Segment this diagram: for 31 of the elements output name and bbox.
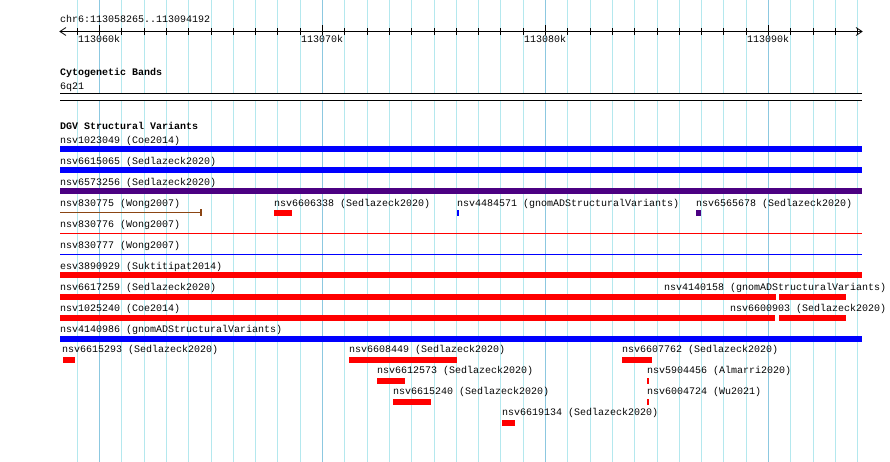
tick-label: 113090k [747, 35, 790, 46]
variant-label: nsv5904456 (Almarri2020) [647, 366, 792, 377]
variant-label: nsv6619134 (Sedlazeck2020) [502, 408, 658, 419]
variant-label: nsv6606338 (Sedlazeck2020) [274, 199, 430, 210]
variant-label: nsv830776 (Wong2007) [60, 220, 180, 231]
variant-label: nsv830775 (Wong2007) [60, 199, 180, 210]
variant-label: nsv6617259 (Sedlazeck2020) [60, 283, 216, 294]
variant-label: nsv4140158 (gnomADStructuralVariants) [664, 283, 886, 294]
variant-label: nsv830777 (Wong2007) [60, 241, 180, 252]
variant-label: nsv1025240 (Coe2014) [60, 304, 180, 315]
variant-label: nsv1023049 (Coe2014) [60, 136, 180, 147]
track-title: Cytogenetic Bands [60, 68, 162, 79]
variant-label: nsv4140986 (gnomADStructuralVariants) [60, 325, 282, 336]
variant-label: nsv6004724 (Wu2021) [647, 387, 762, 398]
variant-label: nsv6615065 (Sedlazeck2020) [60, 157, 216, 168]
variant-label: nsv6565678 (Sedlazeck2020) [696, 199, 852, 210]
tick-label: 113060k [78, 35, 120, 46]
band-label: 6q21 [60, 82, 84, 93]
variant-label: nsv6615240 (Sedlazeck2020) [393, 387, 550, 398]
variant-label: nsv6608449 (Sedlazeck2020) [349, 345, 506, 356]
tick-label: 113070k [301, 35, 344, 46]
variant-label: nsv6615293 (Sedlazeck2020) [62, 345, 218, 356]
variant-label: nsv6607762 (Sedlazeck2020) [622, 345, 778, 356]
track-title: DGV Structural Variants [60, 122, 198, 133]
variant-label: nsv4484571 (gnomADStructuralVariants) [457, 199, 680, 210]
variant-label: nsv6573256 (Sedlazeck2020) [60, 178, 216, 189]
tick-label: 113080k [524, 35, 566, 46]
coordinate-label: chr6:113058265..113094192 [60, 15, 210, 26]
variant-label: nsv6612573 (Sedlazeck2020) [377, 366, 534, 377]
variant-label: esv3890929 (Suktitipat2014) [60, 262, 222, 273]
variant-label: nsv6600903 (Sedlazeck2020) [730, 304, 886, 315]
